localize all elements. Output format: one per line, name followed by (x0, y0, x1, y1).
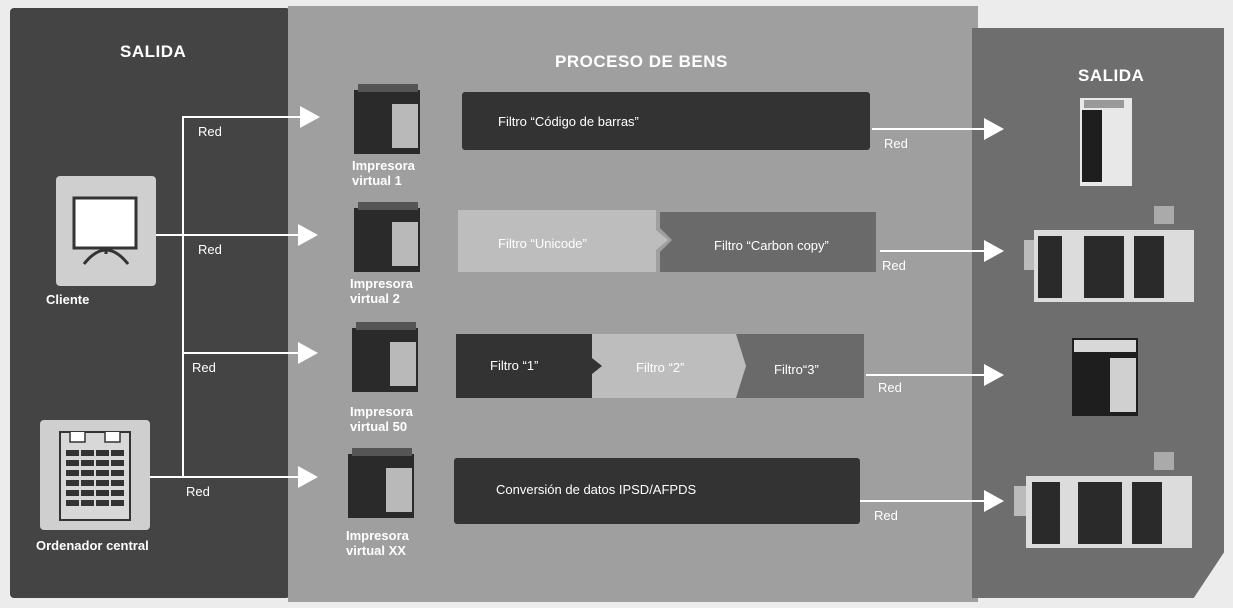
arrow-right-icon (300, 106, 320, 128)
printer-icon (352, 82, 422, 156)
filter-1: Filtro “1” (490, 358, 539, 373)
network-bus-line (182, 116, 184, 476)
filter-barcode: Filtro “Código de barras” (462, 92, 870, 150)
net-label-3: Red (192, 360, 216, 375)
printer-tower-icon (1078, 96, 1136, 188)
filter-unicode: Filtro “Unicode” (498, 236, 587, 251)
production-printer-icon (1024, 200, 1204, 306)
filter-carbon-copy: Filtro “Carbon copy” (714, 238, 829, 253)
arrow-right-icon (298, 466, 318, 488)
client-label: Cliente (46, 292, 90, 307)
net-label-2: Red (198, 242, 222, 257)
output-connector-3 (866, 374, 984, 376)
middle-panel-title: PROCESO DE BENS (555, 52, 728, 71)
arrow-right-icon (984, 240, 1004, 262)
output-connector-1 (872, 128, 984, 130)
left-panel-title: SALIDA (120, 42, 187, 61)
filter-2: Filtro “2” (636, 360, 685, 375)
right-panel-title: SALIDA (1078, 66, 1145, 85)
printer-icon (346, 446, 416, 520)
arrow-right-icon (984, 118, 1004, 140)
net-label-4: Red (186, 484, 210, 499)
output-connector-4 (860, 500, 984, 502)
arrow-right-icon (298, 224, 318, 246)
filter-3: Filtro“3” (774, 362, 819, 377)
arrow-right-icon (984, 364, 1004, 386)
output-net-label-3: Red (878, 380, 902, 395)
net-label-1: Red (198, 124, 222, 139)
server-icon (40, 420, 150, 530)
mainframe-label: Ordenador central (36, 538, 149, 553)
monitor-icon (56, 176, 156, 286)
output-net-label-2: Red (882, 258, 906, 273)
filter-row-2: Filtro “Unicode” Filtro “Carbon copy” (458, 208, 878, 272)
printer-icon (352, 200, 422, 274)
connector-row-3 (182, 352, 302, 354)
mfp-printer-icon (1070, 336, 1140, 418)
output-net-label-4: Red (874, 508, 898, 523)
arrow-right-icon (984, 490, 1004, 512)
filter-row-3: Filtro “1” Filtro “2” Filtro“3” (456, 334, 864, 398)
arrow-right-icon (298, 342, 318, 364)
production-printer-icon (1014, 448, 1200, 552)
connector-row-1 (182, 116, 302, 118)
output-connector-2 (880, 250, 984, 252)
filter-ipds-afpds: Conversión de datos IPSD/AFPDS (454, 458, 860, 524)
connector-row-4 (150, 476, 302, 478)
connector-row-2 (156, 234, 300, 236)
printer-icon (350, 320, 420, 394)
output-net-label-1: Red (884, 136, 908, 151)
